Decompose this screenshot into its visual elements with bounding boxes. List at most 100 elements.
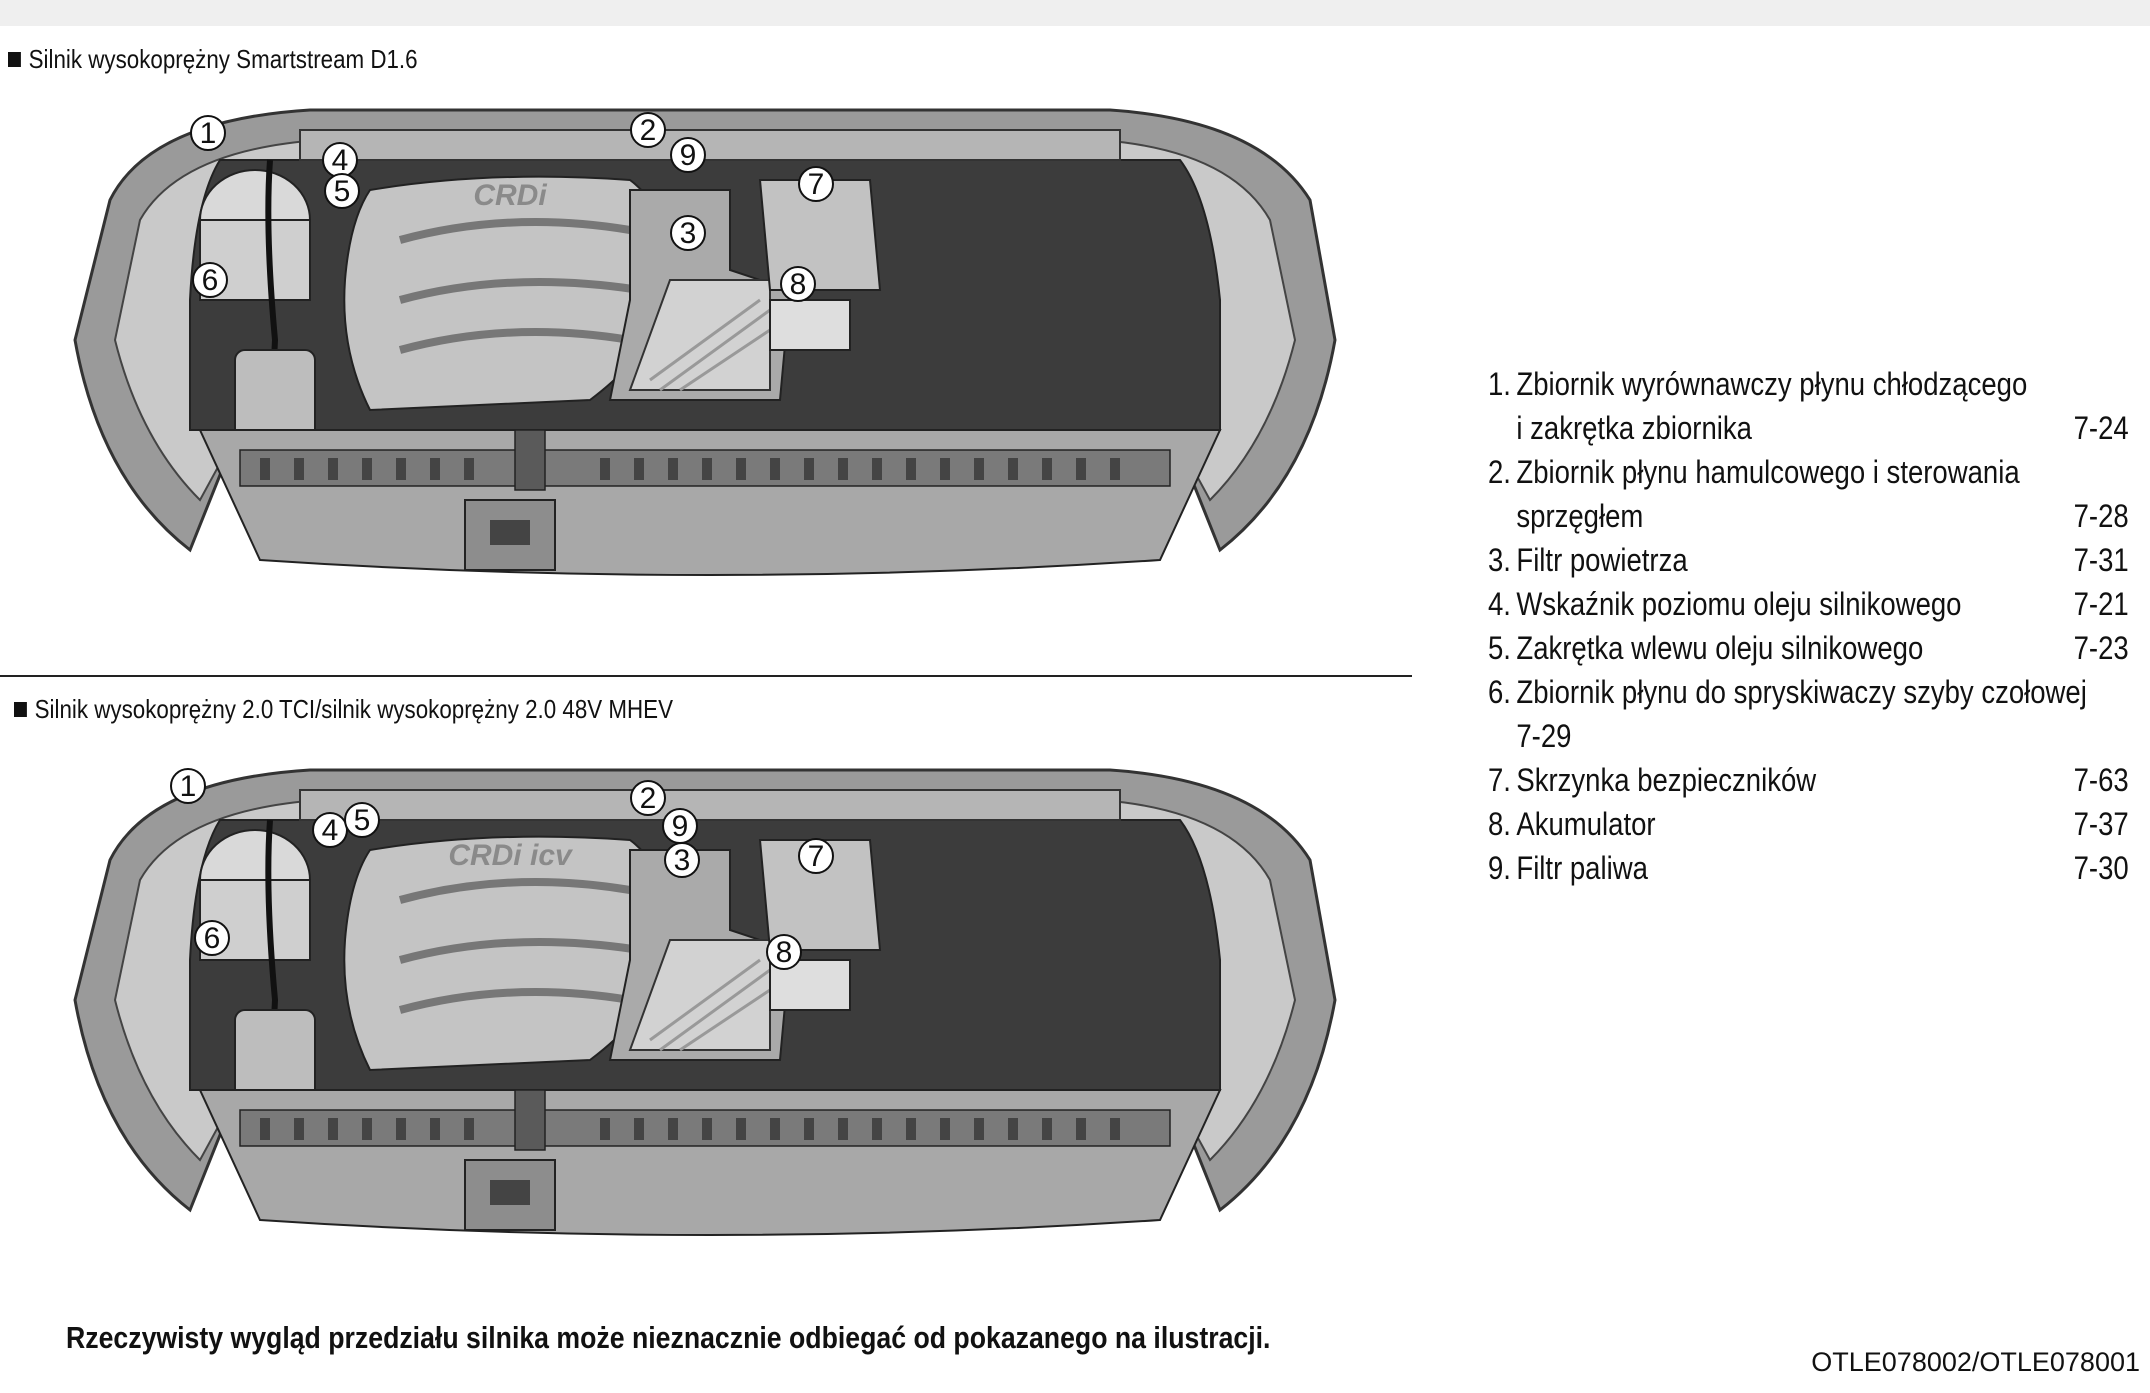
legend-page: 7-21 <box>2073 586 2129 622</box>
grille-vent <box>1042 1118 1052 1140</box>
grille-vent <box>1042 458 1052 480</box>
battery <box>769 299 851 351</box>
legend-number: 7. <box>1488 762 1511 798</box>
grille-vent <box>1110 1118 1120 1140</box>
grille-vent <box>328 458 338 480</box>
grille-vent <box>430 1118 440 1140</box>
callout-number: 6 <box>204 922 221 955</box>
grille-vent <box>838 1118 848 1140</box>
callout-circle <box>662 808 698 844</box>
legend-number: 2. <box>1488 454 1511 490</box>
legend-number: 4. <box>1488 586 1511 622</box>
illustration-note: Rzeczywisty wygląd przedziału silnika mo… <box>66 1320 1271 1355</box>
grille-vent <box>634 458 644 480</box>
callout-number: 4 <box>322 814 339 847</box>
grille-vent <box>260 458 270 480</box>
grille-vent <box>1008 1118 1018 1140</box>
legend-page: 7-31 <box>2073 542 2129 578</box>
grille-vent <box>702 1118 712 1140</box>
section-title-text: Silnik wysokoprężny 2.0 TCI/silnik wysok… <box>34 694 673 724</box>
grille-vent <box>804 458 814 480</box>
legend-item: 8.Akumulator 7-37 <box>1488 802 2129 846</box>
legend-item: 3.Filtr powietrza 7-31 <box>1488 538 2129 582</box>
callout-circle <box>798 838 834 874</box>
legend-text: Zbiornik płynu do spryskiwaczy szyby czo… <box>1516 674 2087 710</box>
grille-vent <box>940 1118 950 1140</box>
legend-text: Skrzynka bezpieczników <box>1516 762 1817 798</box>
bullet-square-icon <box>8 52 21 67</box>
washer-reservoir <box>234 349 316 441</box>
grille-vent <box>770 1118 780 1140</box>
legend-item: 4.Wskaźnik poziomu oleju silnikowego 7-2… <box>1488 582 2129 626</box>
grille-vent <box>1110 458 1120 480</box>
callout-number: 3 <box>680 217 697 250</box>
legend-text: Filtr powietrza <box>1516 542 1688 578</box>
section-divider <box>0 675 1412 677</box>
grille-vent <box>294 1118 304 1140</box>
grille-vent <box>634 1118 644 1140</box>
grille-vent <box>974 1118 984 1140</box>
callout-number: 1 <box>200 117 217 150</box>
grille-vent <box>736 1118 746 1140</box>
legend-page: 7-37 <box>2073 806 2129 842</box>
legend-item: 2.Zbiornik płynu hamulcowego i sterowani… <box>1488 450 2129 538</box>
grille-vent <box>1076 458 1086 480</box>
legend-text: Filtr paliwa <box>1516 850 1648 886</box>
washer-reservoir <box>234 1009 316 1101</box>
callout-number: 4 <box>332 144 349 177</box>
section-title-20tci: Silnik wysokoprężny 2.0 TCI/silnik wysok… <box>14 694 673 725</box>
legend-page: 7-24 <box>2073 410 2129 446</box>
component-legend: 1.Zbiornik wyrównawczy płynu chłodzącego… <box>1488 362 2129 890</box>
callout-circle <box>192 262 228 298</box>
callout-circle <box>670 137 706 173</box>
top-band <box>0 0 2150 26</box>
legend-page: 7-30 <box>2073 850 2129 886</box>
legend-page-wrapped: 7-29 <box>1516 718 1572 754</box>
callout-circle <box>630 780 666 816</box>
grille-vent <box>906 1118 916 1140</box>
callout-circle <box>630 112 666 148</box>
grille-vent <box>906 458 916 480</box>
grille-vent <box>600 458 610 480</box>
legend-text: Wskaźnik poziomu oleju silnikowego <box>1516 586 1962 622</box>
grille-vent <box>974 458 984 480</box>
legend-item: 9.Filtr paliwa 7-30 <box>1488 846 2129 890</box>
grille-vent <box>396 458 406 480</box>
legend-text: Zakrętka wlewu oleju silnikowego <box>1516 630 1924 666</box>
grille-vent <box>770 458 780 480</box>
legend-number: 9. <box>1488 850 1511 886</box>
grille-vent <box>838 458 848 480</box>
grille-vent <box>464 458 474 480</box>
callout-circle <box>780 266 816 302</box>
callout-circle <box>344 802 380 838</box>
figure-code: OTLE078002/OTLE078001 <box>1811 1347 2140 1377</box>
legend-item: 1.Zbiornik wyrównawczy płynu chłodzącego… <box>1488 362 2129 450</box>
section-title-text: Silnik wysokoprężny Smartstream D1.6 <box>28 44 418 74</box>
grille-vent <box>294 458 304 480</box>
callout-circle <box>766 934 802 970</box>
legend-page: 7-28 <box>2073 498 2129 534</box>
callout-circle <box>798 166 834 202</box>
callout-number: 7 <box>808 840 825 873</box>
callout-circle <box>324 173 360 209</box>
legend-number: 3. <box>1488 542 1511 578</box>
callout-number: 2 <box>640 782 657 815</box>
legend-item: 5.Zakrętka wlewu oleju silnikowego 7-23 <box>1488 626 2129 670</box>
callout-number: 1 <box>180 770 197 803</box>
engine-cover-logo: CRDi <box>473 179 547 212</box>
callout-circle <box>312 812 348 848</box>
legend-item: 6.Zbiornik płynu do spryskiwaczy szyby c… <box>1488 670 2129 758</box>
callout-number: 3 <box>674 844 691 877</box>
grille-vent <box>328 1118 338 1140</box>
grille-vent <box>396 1118 406 1140</box>
callout-number: 8 <box>790 268 807 301</box>
legend-number: 6. <box>1488 674 1511 710</box>
callout-number: 9 <box>680 139 697 172</box>
grille-vent <box>1076 1118 1086 1140</box>
callout-number: 7 <box>808 168 825 201</box>
grille-vent <box>430 458 440 480</box>
callout-number: 5 <box>334 175 351 208</box>
